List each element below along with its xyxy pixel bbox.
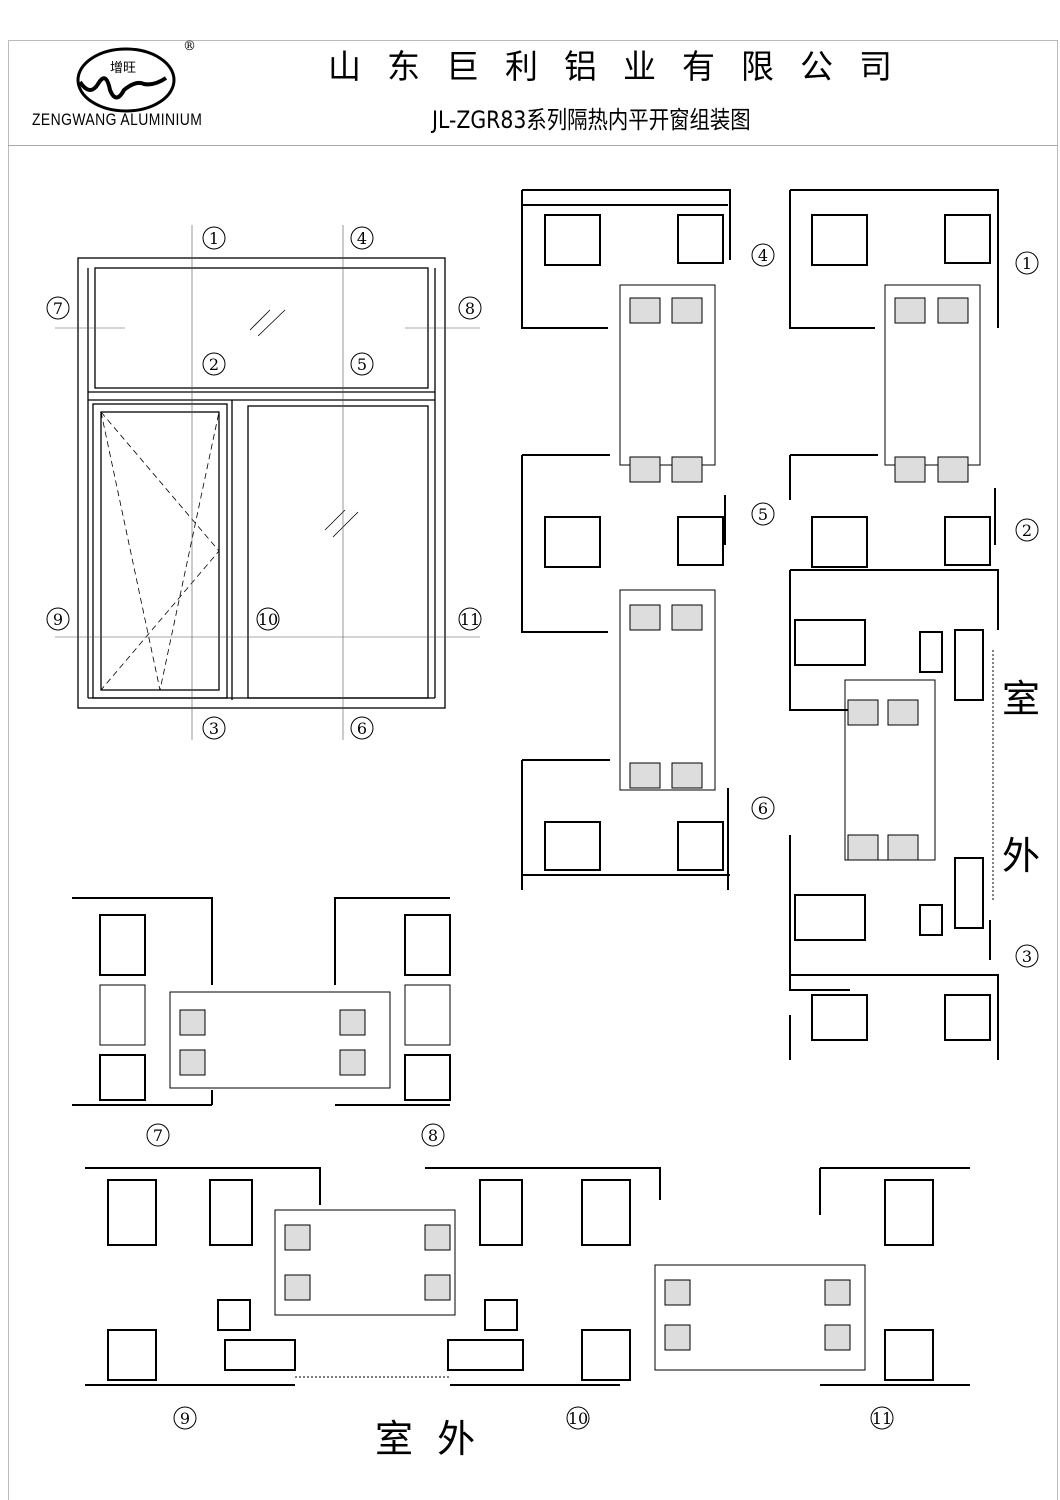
marker-7: 7: [53, 299, 63, 318]
logo-mark: 增旺: [110, 61, 136, 76]
logo-text: ZENGWANG ALUMINIUM: [32, 110, 203, 129]
outdoor-label-1: 室: [1002, 677, 1041, 721]
section-label-3: 3: [1022, 947, 1032, 966]
marker-5: 5: [357, 355, 367, 374]
section-label-6: 6: [758, 799, 768, 818]
section-label-8: 8: [428, 1126, 438, 1145]
marker-10: 10: [258, 610, 278, 629]
section-label-1: 1: [1022, 254, 1032, 273]
vertical-section-right: [789, 189, 999, 1060]
marker-2: 2: [209, 355, 219, 374]
horizontal-section-bottom: [85, 1167, 970, 1386]
section-markers-bottom: [173, 1406, 894, 1430]
drawing-title: JL-ZGR83系列隔热内平开窗组装图: [432, 106, 751, 134]
section-markers-right: [1015, 251, 1039, 968]
section-markers-top: [146, 1123, 445, 1147]
horizontal-section-top: [72, 897, 451, 1106]
drawing-border: [8, 40, 1058, 1500]
section-label-11: 11: [872, 1409, 892, 1428]
section-label-2: 2: [1022, 521, 1032, 540]
window-elevation: [55, 225, 480, 740]
marker-1: 1: [209, 229, 219, 248]
vertical-section-left: [521, 189, 731, 890]
marker-3: 3: [209, 719, 219, 738]
outdoor-label-bottom: 室 外: [375, 1417, 476, 1461]
section-label-7: 7: [153, 1126, 163, 1145]
outdoor-label-2: 外: [1002, 834, 1041, 878]
header-divider: [8, 145, 1058, 146]
company-name: 山东巨利铝业有限公司: [328, 47, 918, 86]
marker-6: 6: [357, 719, 367, 738]
section-label-10: 10: [568, 1409, 588, 1428]
marker-8: 8: [465, 299, 475, 318]
section-label-5: 5: [758, 505, 768, 524]
section-label-9: 9: [180, 1409, 190, 1428]
registered-mark: ®: [183, 39, 196, 54]
marker-11: 11: [460, 610, 480, 629]
marker-4: 4: [357, 229, 367, 248]
elevation-markers: [46, 226, 482, 740]
section-markers-left: [751, 243, 775, 820]
logo-icon: [76, 47, 176, 113]
marker-9: 9: [53, 610, 63, 629]
section-label-4: 4: [758, 246, 768, 265]
